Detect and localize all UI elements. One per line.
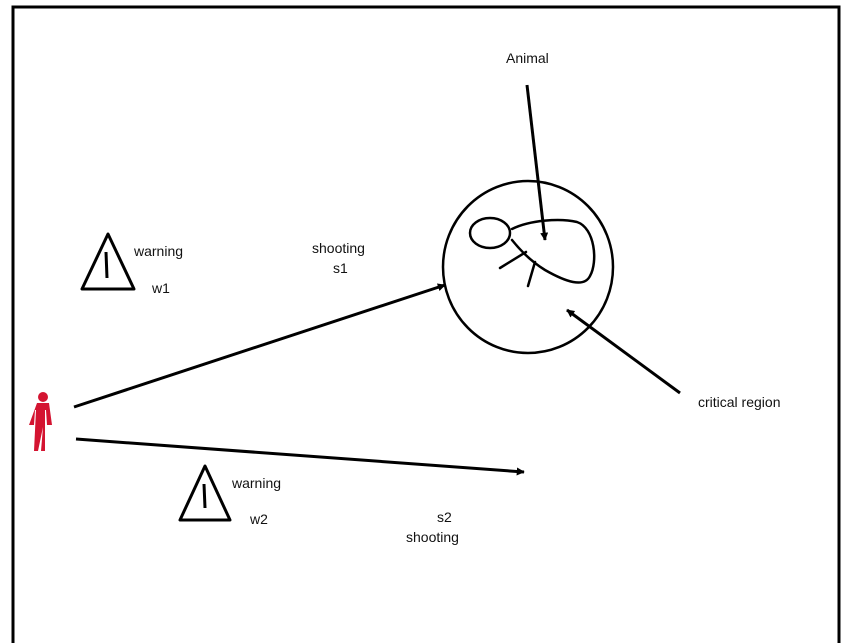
warning-triangle-icon	[80, 232, 136, 291]
animal-label: Animal	[506, 50, 549, 66]
animal-pointer-arrow	[525, 84, 549, 241]
animal-icon	[468, 216, 596, 288]
diagram-border	[11, 5, 841, 643]
person-icon	[29, 392, 52, 451]
w2-label: w2	[250, 511, 268, 527]
warning-triangle-icon	[178, 464, 232, 522]
shooting-s1-arrow	[73, 283, 446, 409]
shooting-s1-label: shooting	[312, 240, 365, 256]
critical-region-label: critical region	[698, 394, 781, 410]
s2-label: s2	[437, 509, 452, 525]
critical-region-pointer-arrow	[566, 308, 681, 395]
critical-region-circle	[441, 179, 615, 355]
warning-w2-label: warning	[232, 475, 282, 491]
warning-w1-label: warning	[134, 243, 184, 259]
shooting-s2-label: shooting	[406, 529, 459, 545]
shooting-s2-arrow	[75, 437, 525, 476]
w1-label: w1	[152, 280, 170, 296]
s1-label: s1	[333, 260, 348, 276]
